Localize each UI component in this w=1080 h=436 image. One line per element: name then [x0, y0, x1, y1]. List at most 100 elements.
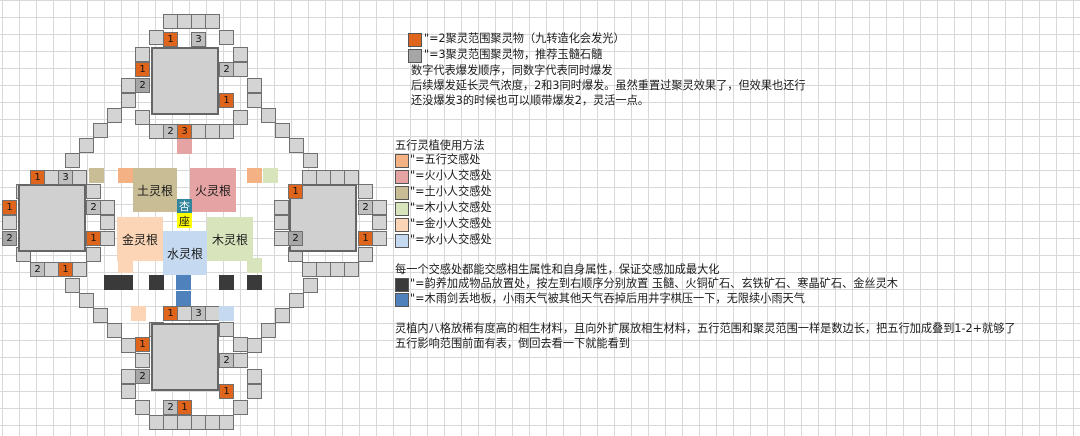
earth-label: 土灵根: [136, 183, 173, 198]
frame-cell: [2, 215, 17, 230]
legend-line-3: 数字代表爆发顺序，同数字代表同时爆发: [411, 64, 613, 77]
wuxing-swatch: [395, 154, 409, 168]
earth-zone: 土灵根: [133, 168, 177, 212]
peach-marker-lower-left: [118, 258, 133, 273]
orange-swatch: [408, 33, 422, 47]
frame-cell: [149, 30, 164, 45]
frame-cell: [135, 110, 150, 125]
frame-cell: [149, 415, 164, 430]
gray-swatch: [408, 49, 422, 63]
burst-order-cell: 1: [163, 32, 178, 47]
frame-cell: [149, 124, 164, 139]
nourish-slot-2: [118, 275, 133, 290]
frame-cell: [93, 123, 108, 138]
burst-order-cell: 1: [30, 170, 45, 185]
nourish-slot-1: [104, 275, 119, 290]
frame-cell: [72, 170, 87, 185]
wood-zone: 木灵根: [207, 217, 253, 261]
frame-cell: [163, 415, 178, 430]
frame-cell: [247, 384, 262, 399]
frame-cell: [316, 170, 331, 185]
frame-cell: [135, 353, 150, 368]
metal-marker-bottom: [131, 306, 146, 321]
frame-cell: [121, 338, 136, 353]
frame-cell: [261, 108, 276, 123]
frame-cell: [121, 78, 136, 93]
burst-order-cell: 2: [2, 231, 17, 246]
frame-cell: [219, 322, 234, 337]
burst-order-cell: 3: [177, 124, 192, 139]
frame-cell: [219, 30, 234, 45]
water-marker-bottom: [219, 306, 234, 321]
wood-marker-right: [263, 168, 278, 183]
frame-cell: [247, 338, 262, 353]
burst-order-cell: 1: [219, 93, 234, 108]
frame-cell: [330, 262, 345, 277]
frame-cell: [191, 14, 206, 29]
wuxing-swatch: [395, 170, 409, 184]
burst-order-cell: 1: [177, 400, 192, 415]
burst-order-cell: 1: [288, 184, 303, 199]
burst-order-cell: 2: [163, 124, 178, 139]
wuxing-item: "=水小人交感处: [410, 233, 492, 246]
frame-cell: [44, 262, 59, 277]
frame-cell: [274, 231, 289, 246]
frame-cell: [100, 200, 115, 215]
frame-cell: [163, 14, 178, 29]
burst-order-cell: 2: [135, 78, 150, 93]
frame-cell: [289, 138, 304, 153]
frame-cell: [86, 184, 101, 199]
frame-cell: [191, 415, 206, 430]
frame-cell: [302, 170, 317, 185]
frame-cell: [72, 262, 87, 277]
frame-cell: [135, 400, 150, 415]
peach-marker-left: [118, 168, 133, 183]
frame-cell: [247, 369, 262, 384]
frame-cell: [65, 278, 80, 293]
burst-order-cell: 2: [288, 231, 303, 246]
burst-order-cell: 1: [358, 231, 373, 246]
frame-cell: [191, 124, 206, 139]
frame-cell: [121, 369, 136, 384]
frame-cell: [275, 123, 290, 138]
fire-marker-top: [177, 139, 192, 154]
seat-label: 座: [179, 214, 190, 228]
frame-cell: [274, 215, 289, 230]
nourish-swatch: [395, 278, 409, 292]
wuxing-item: "=木小人交感处: [410, 201, 492, 214]
top-collector: [151, 47, 219, 115]
metal-zone: 金灵根: [117, 217, 163, 261]
frame-cell: [205, 14, 220, 29]
frame-cell: [233, 47, 248, 62]
frame-cell: [205, 415, 220, 430]
frame-cell: [86, 247, 101, 262]
wuxing-title: 五行灵植使用方法: [395, 139, 485, 152]
wuxing-item: "=金小人交感处: [410, 217, 492, 230]
fire-label: 火灵根: [194, 183, 231, 198]
bottom-collector: [151, 323, 219, 391]
apricot-label: 杏: [179, 200, 190, 213]
burst-order-cell: 2: [86, 200, 101, 215]
frame-cell: [233, 400, 248, 415]
note-line-4: 灵植内八格放稀有度高的相生材料，且向外扩展放相生材料，五行范围和聚灵范围一样是数…: [395, 322, 1016, 335]
note-line-5: 五行影响范围前面有表，倒回去看一下就能看到: [395, 337, 630, 350]
peach-marker-lower-right: [247, 258, 262, 273]
wuxing-item: "=五行交感处: [410, 153, 481, 166]
frame-cell: [205, 306, 220, 321]
frame-cell: [303, 153, 318, 168]
frame-cell: [79, 293, 94, 308]
water-label: 水灵根: [166, 246, 203, 261]
rain-sword-tile-2: [176, 291, 191, 306]
burst-order-cell: 1: [163, 306, 178, 321]
frame-cell: [247, 78, 262, 93]
frame-cell: [302, 262, 317, 277]
burst-order-cell: 1: [86, 231, 101, 246]
apricot-tile: 杏: [177, 199, 192, 213]
frame-cell: [344, 170, 359, 185]
burst-order-cell: 3: [191, 306, 206, 321]
frame-cell: [233, 353, 248, 368]
frame-cell: [289, 293, 304, 308]
burst-order-cell: 2: [219, 353, 234, 368]
wood-label: 木灵根: [211, 232, 248, 247]
wuxing-item: "=火小人交感处: [410, 169, 492, 182]
